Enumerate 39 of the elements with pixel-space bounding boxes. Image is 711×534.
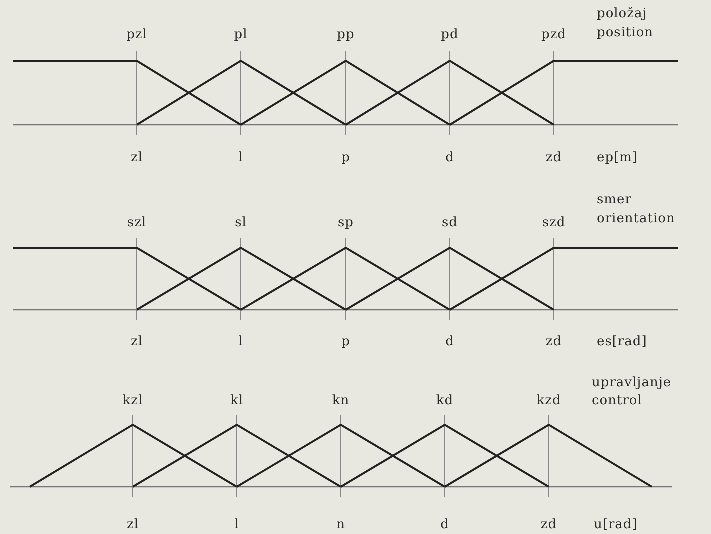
axis-value-label: zl bbox=[131, 336, 143, 348]
variable-name: upravljanje bbox=[592, 376, 672, 390]
axis-value-label: zl bbox=[131, 152, 143, 164]
axis-value-label: zd bbox=[546, 336, 562, 348]
fuzzy-set-label: kd bbox=[436, 394, 454, 408]
fuzzy-set-label: sl bbox=[235, 216, 247, 230]
fuzzy-set-label: kn bbox=[332, 394, 350, 408]
axis-value-label: d bbox=[446, 152, 454, 164]
axis-value-label: p bbox=[342, 336, 350, 348]
fuzzy-set-label: pl bbox=[234, 28, 248, 42]
axis-value-label: zd bbox=[546, 152, 562, 164]
axis-unit-label: u[rad] bbox=[594, 518, 638, 532]
axis-value-label: zl bbox=[127, 518, 139, 532]
fuzzy-set-label: sp bbox=[338, 216, 354, 230]
fuzzy-set-label: kzd bbox=[536, 394, 562, 408]
fuzzy-set-label: kzl bbox=[122, 394, 144, 408]
axis-value-label: d bbox=[446, 336, 454, 348]
fuzzy-set-label: kl bbox=[230, 394, 244, 408]
axis-value-label: d bbox=[440, 518, 450, 532]
variable-name: smer bbox=[597, 194, 632, 206]
fuzzy-set-label: szl bbox=[127, 216, 147, 230]
variable-name: control bbox=[592, 394, 642, 408]
axis-value-label: l bbox=[234, 518, 240, 532]
axis-unit-label: ep[m] bbox=[597, 152, 638, 164]
variable-name: position bbox=[597, 26, 654, 40]
axis-value-label: p bbox=[342, 152, 350, 164]
fuzzy-set-label: sd bbox=[442, 216, 458, 230]
fuzzy-set-label: pd bbox=[441, 28, 459, 42]
fuzzy-set-label: pzd bbox=[542, 28, 566, 42]
axis-value-label: n bbox=[336, 518, 346, 532]
fuzzy-set-label: pp bbox=[337, 28, 355, 42]
axis-unit-label: es[rad] bbox=[597, 336, 648, 348]
fuzzy-set-label: szd bbox=[542, 216, 566, 230]
axis-value-label: l bbox=[238, 152, 244, 164]
fuzzy-set-label: pzl bbox=[126, 28, 148, 42]
variable-name: položaj bbox=[597, 8, 648, 20]
axis-value-label: zd bbox=[540, 518, 558, 532]
axis-value-label: l bbox=[238, 336, 244, 348]
variable-name: orientation bbox=[597, 212, 676, 226]
